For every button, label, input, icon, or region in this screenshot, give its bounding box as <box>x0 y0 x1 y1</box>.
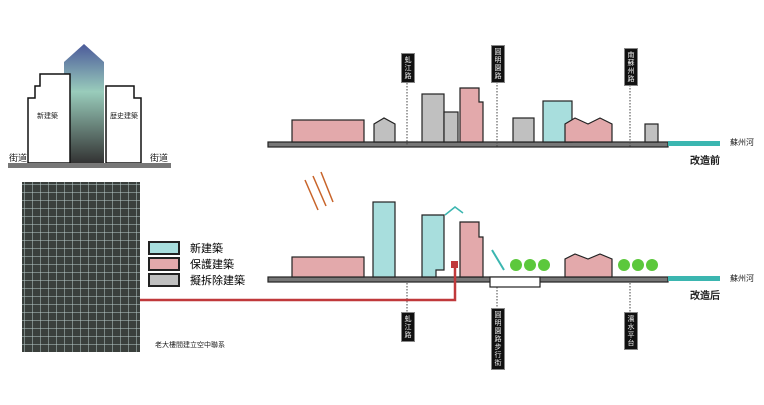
after-title: 改造后 <box>690 291 720 302</box>
legend-demolish: 擬拆除建築 <box>148 272 245 288</box>
road-label: 南蘇州路 <box>624 48 638 86</box>
access-arrow <box>491 249 505 271</box>
atrium-photo <box>22 182 140 352</box>
river-label: 蘇州河 <box>730 274 754 283</box>
atrium-sketch <box>8 44 171 168</box>
trees-icon <box>510 259 658 271</box>
road-label: 圓明園路 <box>491 45 505 83</box>
legend-new: 新建築 <box>148 240 223 256</box>
before-section <box>267 87 720 148</box>
label-street-left: 街道 <box>9 154 28 164</box>
sunlight-arrows-icon <box>304 171 334 211</box>
road-label: 圓明園路步行街 <box>491 308 505 370</box>
road-label: 虬江路 <box>401 53 415 83</box>
river-label: 蘇州河 <box>730 138 754 147</box>
label-street-right: 街道 <box>150 154 169 164</box>
photo-caption: 老大樓間建立空中聯系 <box>155 341 225 349</box>
road-label: 濱水平台 <box>624 312 638 350</box>
legend-protected: 保護建築 <box>148 256 234 272</box>
connection-line <box>140 265 457 302</box>
after-section <box>267 201 720 288</box>
sky-link-arrow <box>444 206 464 216</box>
label-new-building: 新建築 <box>37 112 58 120</box>
before-title: 改造前 <box>690 156 720 167</box>
road-label: 虬江路 <box>401 312 415 342</box>
connection-marker <box>451 261 458 268</box>
label-historic-building: 歴史建築 <box>110 112 138 120</box>
